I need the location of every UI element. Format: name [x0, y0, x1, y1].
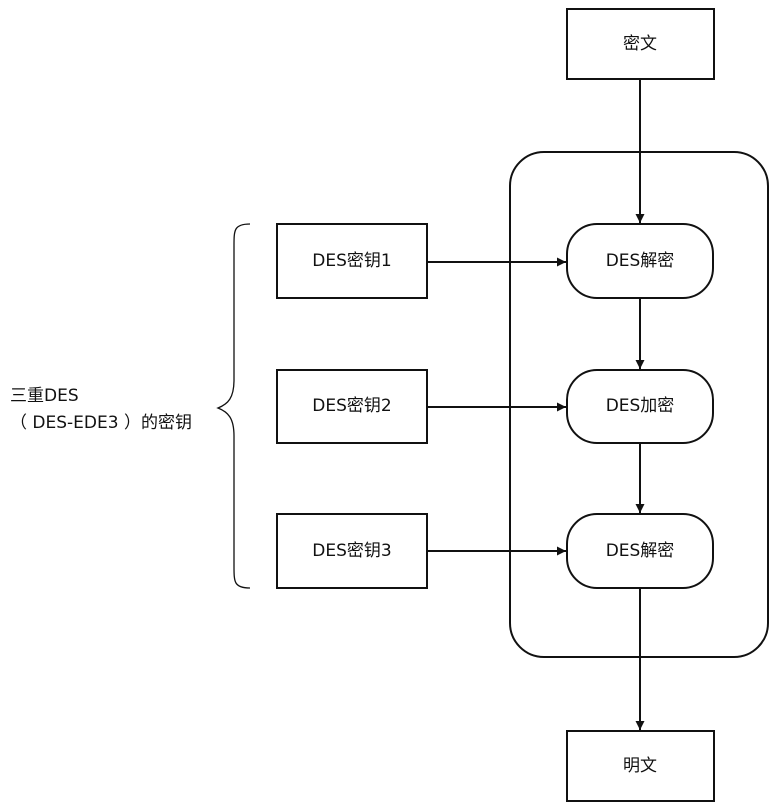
plaintext-node: 明文 — [566, 730, 715, 802]
ciphertext-node: 密文 — [566, 8, 715, 80]
key-group-brace — [216, 223, 251, 589]
key-node-2: DES密钥2 — [276, 369, 428, 444]
ciphertext-label: 密文 — [623, 34, 657, 54]
brace-label-line-2: （ DES-EDE3 ）的密钥 — [10, 413, 192, 433]
stage-label-1: DES解密 — [606, 251, 675, 271]
key-label-2: DES密钥2 — [312, 396, 391, 416]
stage-node-2: DES加密 — [566, 369, 714, 444]
stage-label-2: DES加密 — [606, 396, 675, 416]
stage-node-1: DES解密 — [566, 223, 714, 299]
key-label-3: DES密钥3 — [312, 541, 391, 561]
key-label-1: DES密钥1 — [312, 251, 391, 271]
brace-label-line-1: 三重DES — [10, 386, 79, 406]
key-node-3: DES密钥3 — [276, 513, 428, 589]
key-node-1: DES密钥1 — [276, 223, 428, 299]
stage-node-3: DES解密 — [566, 513, 714, 589]
stage-label-3: DES解密 — [606, 541, 675, 561]
plaintext-label: 明文 — [623, 756, 657, 776]
